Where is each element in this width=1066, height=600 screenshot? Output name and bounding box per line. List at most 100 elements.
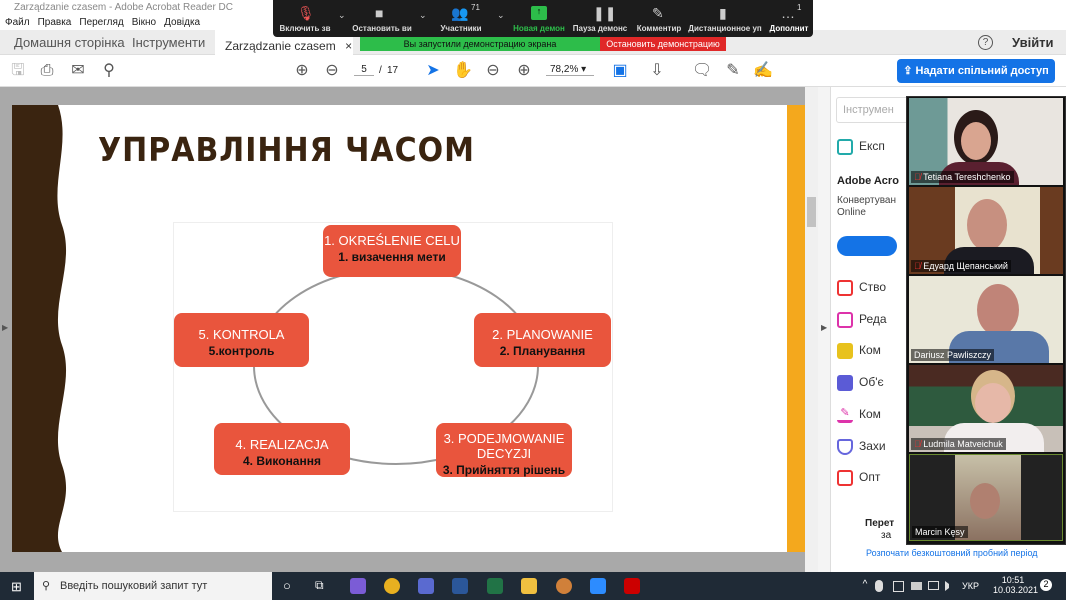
tool-label: Ство — [859, 280, 887, 295]
zoom-out-icon[interactable]: ⊖ — [486, 62, 500, 79]
storage-icon[interactable] — [911, 582, 922, 590]
create-pdf-tool[interactable]: Ство — [837, 280, 886, 296]
remote-control-button[interactable]: Дистанционное уп — [688, 24, 762, 33]
zoom-select[interactable]: 78,2% ▾ — [546, 64, 594, 76]
menu-file[interactable]: Файл — [5, 17, 30, 28]
pause-icon[interactable]: ❚❚ — [593, 5, 617, 21]
chrome-icon[interactable] — [384, 578, 400, 594]
highlight-icon[interactable]: ✎ — [726, 62, 740, 79]
close-tab-icon[interactable]: × — [345, 39, 353, 53]
chevron-down-icon[interactable]: ⌄ — [419, 10, 427, 20]
zoom-app-icon[interactable] — [590, 578, 606, 594]
promo-button[interactable] — [837, 236, 897, 256]
annotate-icon[interactable]: ✎ — [652, 5, 664, 21]
zoom-in-icon[interactable]: ⊕ — [517, 62, 531, 79]
trial-link[interactable]: Розпочати безкоштовний пробний період — [866, 548, 1038, 558]
step-1-pl: 1. OKREŚLENIE CELU — [324, 233, 460, 248]
protect-tool[interactable]: Захи — [837, 439, 886, 455]
participants-button[interactable]: Участники — [440, 24, 482, 33]
export-pdf-tool[interactable]: Експ — [837, 139, 885, 155]
video-tile[interactable]: 🎙̸ Ludmila Matveichuk — [909, 365, 1063, 452]
microphone-icon[interactable] — [875, 580, 883, 592]
step-3-pl: 3. PODEJMOWANIE DECYZJI — [443, 431, 565, 461]
tab-home[interactable]: Домашня сторінка — [14, 35, 125, 50]
step-3-ua: 3. Прийняття рішень — [442, 463, 566, 477]
prev-page-icon[interactable]: ⊕ — [295, 62, 309, 79]
participant-name: Marcin Kęsy — [912, 526, 968, 538]
viber-icon[interactable] — [350, 578, 366, 594]
chevron-down-icon[interactable]: ⌄ — [497, 10, 505, 20]
participant-name-text: Dariusz Pawliszczy — [914, 350, 992, 360]
taskbar-search[interactable]: ⚲Введіть пошуковий запит тут — [34, 572, 272, 600]
meet-now-icon[interactable] — [893, 581, 904, 592]
chevron-down-icon[interactable]: ⌄ — [338, 10, 346, 20]
language-indicator[interactable]: УКР — [962, 581, 979, 591]
footer-text-2: за — [881, 530, 892, 541]
show-hidden-icons-icon[interactable]: ^ — [862, 579, 868, 590]
stop-video-button[interactable]: Остановить ви — [352, 24, 412, 33]
new-share-button[interactable]: Новая демон — [513, 24, 565, 33]
video-tile[interactable]: Dariusz Pawliszczy — [909, 276, 1063, 363]
page-number-input[interactable]: 5 — [354, 64, 374, 76]
video-camera-icon[interactable]: ■ — [375, 5, 384, 21]
notifications-icon[interactable]: 2 — [1040, 579, 1052, 591]
pause-share-button[interactable]: Пауза демонс — [572, 24, 628, 33]
scrollbar-thumb[interactable] — [807, 197, 816, 227]
fit-page-icon[interactable]: ▣ — [612, 62, 628, 79]
step-2-pl: 2. PLANOWANIE — [492, 327, 593, 342]
annotate-button[interactable]: Комментир — [636, 24, 682, 33]
video-tile[interactable]: Marcin Kęsy — [909, 454, 1063, 541]
network-icon[interactable] — [928, 581, 939, 590]
scroll-mode-icon[interactable]: ⇩ — [650, 62, 664, 79]
sign-icon[interactable]: ✍ — [753, 62, 773, 79]
save-icon[interactable]: 🖫 — [11, 62, 25, 79]
email-icon[interactable]: ✉ — [71, 62, 85, 79]
task-view-icon[interactable]: ⧉ — [315, 578, 324, 592]
stop-share-button[interactable]: Остановить демонстрацию — [600, 37, 726, 51]
comment-tool[interactable]: Ком — [837, 343, 881, 359]
sign-in-button[interactable]: Увійти — [1012, 35, 1054, 50]
chrome-profile-icon[interactable] — [556, 578, 572, 594]
remote-control-icon[interactable]: ▮ — [719, 5, 727, 21]
video-tile[interactable]: 🎙̸ Tetiana Tereshchenko — [909, 98, 1063, 185]
comment-icon[interactable]: 🗨 — [692, 62, 713, 79]
windows-start-icon[interactable]: ⊞ — [11, 579, 22, 594]
menu-view[interactable]: Перегляд — [79, 17, 124, 28]
fill-sign-tool[interactable]: ✎Ком — [837, 407, 881, 423]
hand-tool-icon[interactable]: ✋ — [453, 62, 473, 79]
cortana-icon[interactable]: ○ — [283, 578, 291, 593]
optimize-tool[interactable]: Опт — [837, 470, 880, 486]
excel-icon[interactable] — [487, 578, 503, 594]
combine-tool[interactable]: Об'є — [837, 375, 884, 391]
new-share-icon[interactable]: ↑ — [531, 6, 547, 20]
zoom-value: 78,2% — [550, 64, 579, 75]
file-explorer-icon[interactable] — [521, 578, 537, 594]
vertical-scrollbar[interactable] — [805, 87, 818, 572]
print-icon[interactable]: ⎙ — [40, 62, 54, 79]
tab-tools[interactable]: Інструменти — [132, 35, 206, 50]
video-tile[interactable]: 🎙̸ Едуард Щепанський — [909, 187, 1063, 274]
search-icon[interactable]: ⚲ — [103, 62, 115, 79]
menu-help[interactable]: Довідка — [164, 17, 201, 28]
volume-icon[interactable] — [945, 581, 955, 591]
more-button[interactable]: Дополнит — [769, 24, 809, 33]
save-app-icon[interactable] — [418, 578, 434, 594]
edit-pdf-tool[interactable]: Реда — [837, 312, 887, 328]
share-button[interactable]: ⇪ Надати спільний доступ — [897, 59, 1055, 83]
menu-window[interactable]: Вікно — [131, 17, 157, 28]
participants-icon[interactable]: 👥 — [451, 5, 469, 21]
help-icon[interactable]: ? — [978, 35, 993, 50]
menu-edit[interactable]: Правка — [37, 17, 72, 28]
word-icon[interactable] — [452, 578, 468, 594]
left-panel-toggle-icon[interactable]: ▶ — [2, 323, 9, 332]
acrobat-icon[interactable] — [624, 578, 640, 594]
select-cursor-icon[interactable]: ➤ — [426, 62, 440, 79]
mic-muted-icon[interactable]: 🎙 — [297, 5, 315, 21]
unmute-button[interactable]: Включить зв — [279, 24, 331, 33]
next-page-icon[interactable]: ⊖ — [325, 62, 339, 79]
right-panel-toggle[interactable]: ▶ — [818, 87, 830, 572]
sharing-notice: Вы запустили демонстрацию экрана — [360, 37, 600, 51]
more-icon[interactable]: … — [781, 5, 795, 21]
page-gap — [0, 552, 805, 572]
